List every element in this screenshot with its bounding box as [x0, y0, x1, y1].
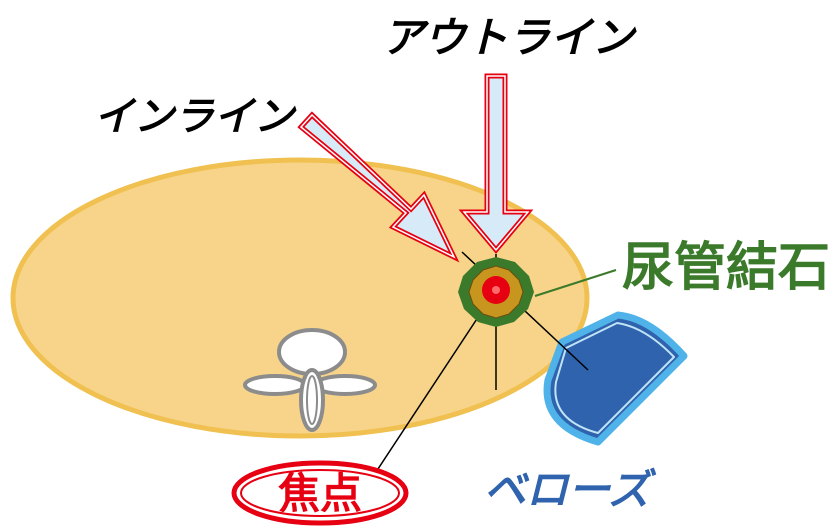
ureteral-stone	[458, 257, 534, 327]
outline-label: アウトライン	[382, 13, 637, 62]
bellows-shape	[543, 311, 688, 446]
vertebra-icon	[243, 328, 377, 432]
focus-label: 焦点	[278, 471, 362, 518]
focus-label-oval	[231, 460, 409, 526]
stone-leader-line	[534, 269, 617, 297]
bellows-label: ベローズ	[484, 465, 657, 514]
body-cross-section	[10, 157, 590, 439]
ureteral-stone-label: 尿管結石	[622, 239, 830, 297]
inline-label: インライン	[94, 94, 297, 140]
